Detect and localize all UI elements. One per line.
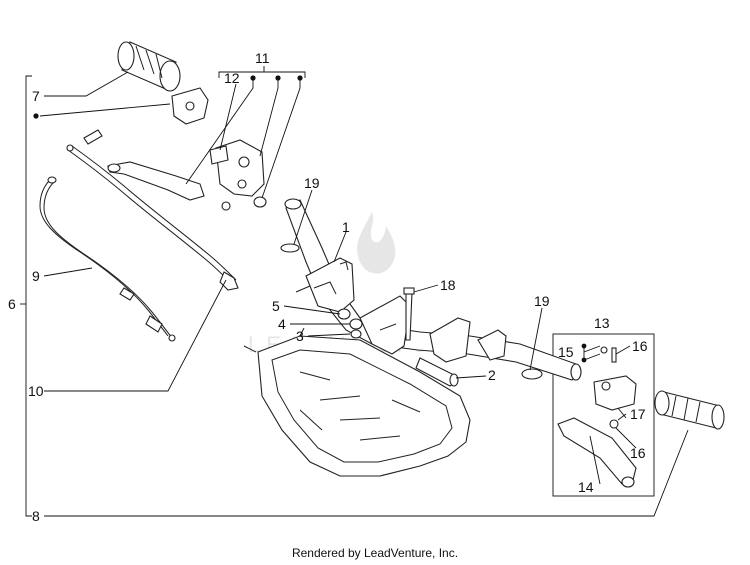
left-grip <box>117 41 181 92</box>
label-11: 11 <box>255 50 270 66</box>
right-lever-assembly <box>557 346 637 488</box>
left-brake-lever <box>107 161 205 201</box>
screw-18 <box>403 287 415 341</box>
handlebar-cover-casting <box>243 327 471 477</box>
washer-3 <box>350 329 362 339</box>
bolt-2 <box>415 357 459 387</box>
label-19a: 19 <box>304 175 320 191</box>
label-3: 3 <box>296 328 304 344</box>
label-14: 14 <box>578 479 594 495</box>
label-13: 13 <box>594 315 610 331</box>
ring-19-lower <box>521 368 543 380</box>
label-8: 8 <box>32 508 40 524</box>
group-bracket-11 <box>218 66 306 78</box>
label-5: 5 <box>272 298 280 314</box>
label-10: 10 <box>28 383 44 399</box>
right-grip <box>654 390 725 430</box>
callout-labels: 1 2 3 4 5 6 7 8 9 10 11 12 13 14 15 16 1… <box>8 50 648 524</box>
washer-4 <box>349 318 363 330</box>
cable-10 <box>66 129 239 291</box>
label-2: 2 <box>488 367 496 383</box>
label-19b: 19 <box>534 293 550 309</box>
label-16b: 16 <box>630 445 646 461</box>
label-16a: 16 <box>632 338 648 354</box>
label-7: 7 <box>32 88 40 104</box>
label-4: 4 <box>278 316 286 332</box>
label-6: 6 <box>8 296 16 312</box>
label-1: 1 <box>342 219 350 235</box>
bullet-dots <box>33 75 587 363</box>
left-clamp-assembly <box>209 139 267 211</box>
group-bracket-6 <box>20 75 32 517</box>
label-9: 9 <box>32 268 40 284</box>
leader-lines <box>39 71 689 517</box>
label-12: 12 <box>224 70 240 86</box>
label-17: 17 <box>630 406 646 422</box>
ring-19-upper <box>280 243 300 253</box>
cable-9 <box>39 176 176 342</box>
footer-credit: Rendered by LeadVenture, Inc. <box>291 546 459 560</box>
group-box-13 <box>552 333 655 497</box>
label-15: 15 <box>558 344 574 360</box>
label-18: 18 <box>440 277 456 293</box>
left-switch-housing <box>171 87 209 125</box>
